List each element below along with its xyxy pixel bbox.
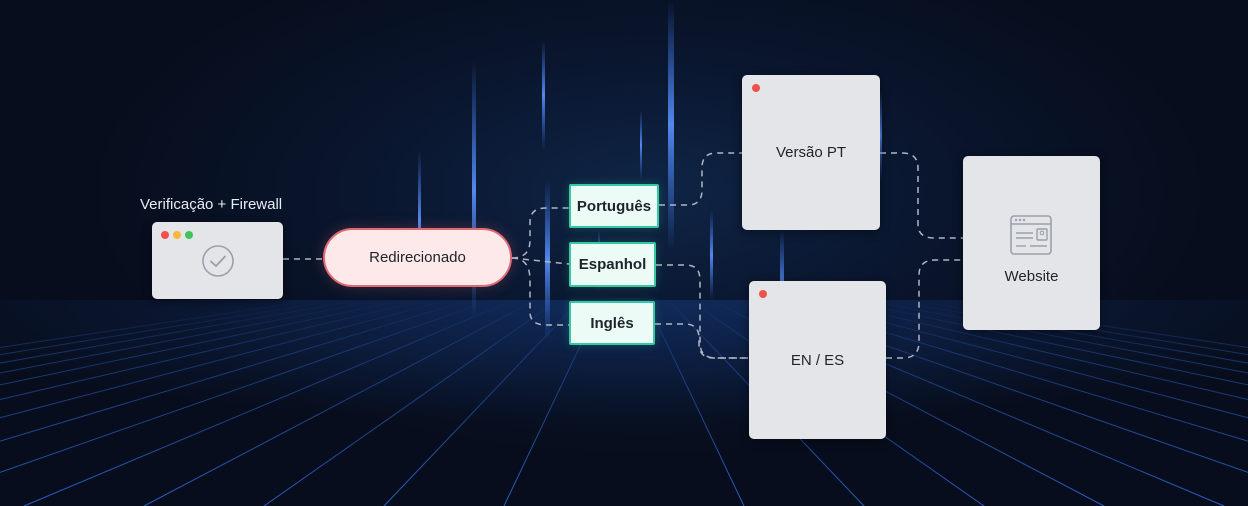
grid-line-perspective: [0, 299, 339, 356]
grid-line-perspective: [799, 299, 1248, 419]
language-label: Português: [576, 197, 652, 215]
grid-line-perspective: [0, 299, 493, 473]
grid-line-perspective: [0, 299, 383, 374]
connector-redirect-portugues: [511, 207, 569, 259]
connector-redirect-ingles: [511, 257, 569, 326]
website-card[interactable]: Website: [963, 156, 1100, 330]
grid-line-perspective: [0, 299, 317, 348]
grid-line-perspective: [821, 299, 1248, 401]
connector-en-es-website: [886, 259, 963, 359]
window-dot-red: [161, 231, 169, 239]
light-streak: [418, 150, 421, 290]
redirect-node[interactable]: Redirecionado: [323, 228, 512, 287]
connector-redirect-espanhol: [511, 257, 570, 265]
grid-line-perspective: [23, 299, 515, 506]
light-streak: [668, 0, 674, 250]
check-circle-icon: [202, 245, 234, 277]
language-label: Espanhol: [578, 256, 647, 273]
source-caption: Verificação + Firewall: [140, 196, 283, 213]
grid-line-perspective: [865, 299, 1248, 374]
version-en-es-card[interactable]: EN / ES: [749, 281, 886, 439]
redirect-label: Redirecionado: [369, 249, 466, 266]
grid-line-perspective: [909, 299, 1248, 356]
grid-line-perspective: [143, 299, 537, 506]
window-dot-red: [752, 84, 760, 92]
grid-line-perspective: [777, 299, 1248, 442]
grid-line-perspective: [0, 299, 405, 386]
grid-line-perspective: [0, 299, 361, 364]
grid-line-perspective: [843, 299, 1248, 386]
connector-ingles-en-es: [655, 323, 749, 359]
grid-line-perspective: [887, 299, 1248, 364]
version-pt-label: Versão PT: [775, 144, 847, 161]
grid-line-perspective: [0, 299, 427, 401]
connector-portugues-versao-pt: [659, 152, 742, 206]
grid-line-perspective: [931, 299, 1248, 348]
light-streak: [880, 90, 882, 180]
grid-line-perspective: [645, 299, 745, 506]
website-label: Website: [1004, 268, 1059, 285]
grid-line-perspective: [0, 299, 471, 442]
light-streak: [472, 60, 476, 320]
light-streak: [640, 110, 642, 180]
window-dot-green: [185, 231, 193, 239]
window-dot-red: [759, 290, 767, 298]
light-streak: [545, 180, 550, 340]
language-espanhol[interactable]: Espanhol: [569, 242, 656, 287]
source-window[interactable]: [152, 222, 283, 299]
web-page-icon: [1010, 215, 1052, 255]
language-label: Inglês: [590, 314, 634, 332]
version-pt-card[interactable]: Versão PT: [742, 75, 880, 230]
grid-line-perspective: [263, 299, 559, 506]
connector-versao-pt-website: [880, 152, 963, 239]
language-ingles[interactable]: Inglês: [569, 301, 655, 345]
light-streak: [542, 40, 545, 150]
language-portugues[interactable]: Português: [569, 184, 659, 228]
grid-line-perspective: [0, 299, 449, 419]
connector-espanhol-en-es: [656, 264, 749, 359]
window-dot-yellow: [173, 231, 181, 239]
light-streak: [710, 210, 713, 300]
version-en-es-label: EN / ES: [790, 351, 845, 369]
